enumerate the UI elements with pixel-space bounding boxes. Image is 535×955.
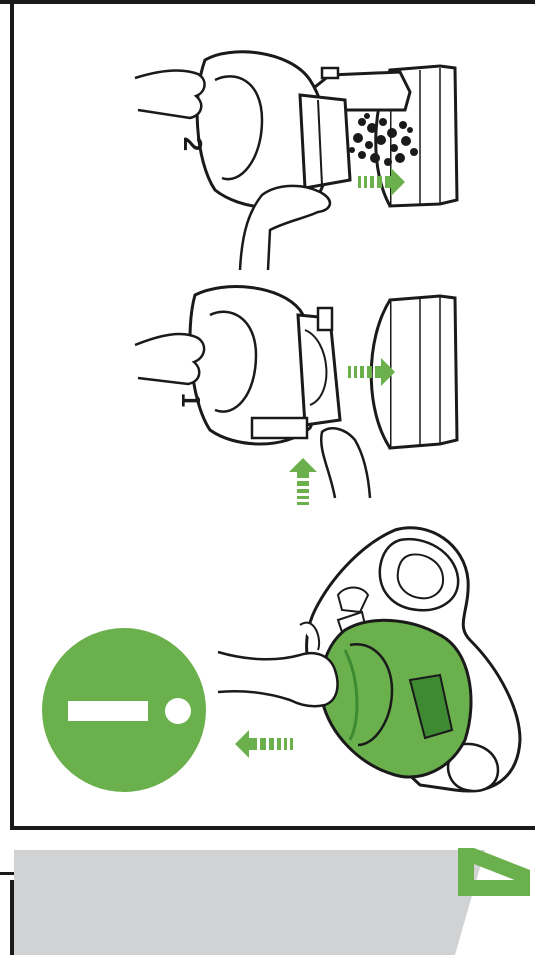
footer-band [14,850,485,955]
hand-bottom [321,428,370,498]
hand-top [135,71,205,118]
arrow-up-icon [289,458,317,505]
arrow-left-icon [235,730,293,758]
hand-pulling [218,652,338,706]
step-2-label: 2 [178,137,208,151]
bin-canister [390,296,457,448]
remove-unit-illustration [218,528,520,791]
green-removable-unit [321,620,471,777]
info-icon [42,628,206,792]
hand-left [135,334,204,384]
step-2-illustration [135,52,457,270]
page-number-graphic [458,848,530,896]
step-1-label: 1 [176,393,206,407]
